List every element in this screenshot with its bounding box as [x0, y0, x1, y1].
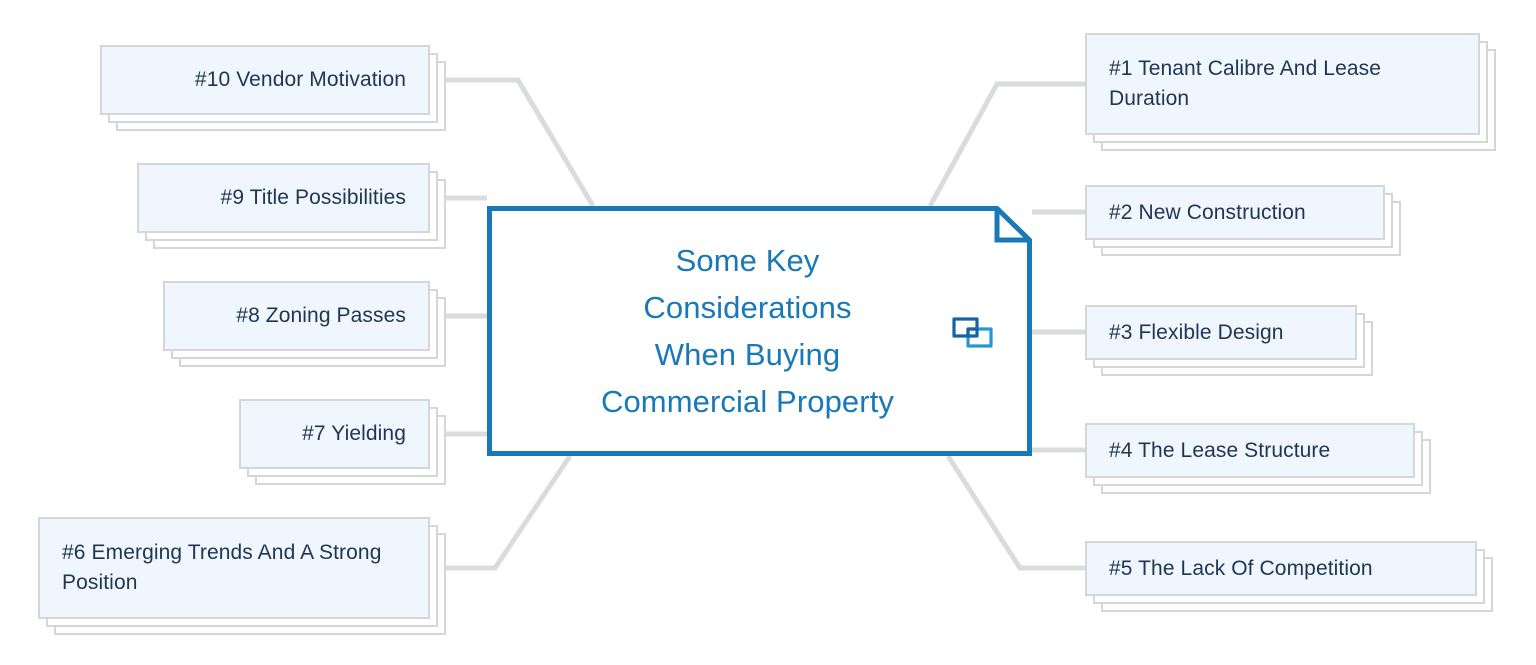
node-n3[interactable]: #3 Flexible Design: [1085, 305, 1373, 376]
central-node-frame: [487, 206, 1032, 456]
node-label: #4 The Lease Structure: [1085, 423, 1415, 478]
node-n7[interactable]: #7 Yielding: [239, 399, 446, 485]
connector-n1: [927, 81, 1085, 208]
node-label: #5 The Lack Of Competition: [1085, 541, 1477, 596]
node-n4[interactable]: #4 The Lease Structure: [1085, 423, 1431, 494]
node-label: #1 Tenant Calibre And Lease Duration: [1085, 33, 1480, 135]
node-n10[interactable]: #10 Vendor Motivation: [100, 45, 446, 131]
central-node-title: Some Key Considerations When Buying Comm…: [600, 242, 895, 420]
connector-n10: [430, 77, 596, 208]
central-node[interactable]: Some Key Considerations When Buying Comm…: [487, 206, 1032, 456]
node-label: #10 Vendor Motivation: [100, 45, 430, 115]
node-n9[interactable]: #9 Title Possibilities: [137, 163, 446, 249]
node-n6[interactable]: #6 Emerging Trends And A Strong Position: [38, 517, 446, 635]
node-n5[interactable]: #5 The Lack Of Competition: [1085, 541, 1493, 612]
node-label: #3 Flexible Design: [1085, 305, 1357, 360]
node-n8[interactable]: #8 Zoning Passes: [163, 281, 446, 367]
node-label: #2 New Construction: [1085, 185, 1385, 240]
node-label: #8 Zoning Passes: [163, 281, 430, 351]
duplicate-icon[interactable]: [951, 316, 995, 350]
node-label: #6 Emerging Trends And A Strong Position: [38, 517, 430, 619]
node-n2[interactable]: #2 New Construction: [1085, 185, 1401, 256]
node-n1[interactable]: #1 Tenant Calibre And Lease Duration: [1085, 33, 1496, 151]
node-label: #9 Title Possibilities: [137, 163, 430, 233]
node-label: #7 Yielding: [239, 399, 430, 469]
connector-n6: [430, 454, 573, 571]
connector-n5: [945, 454, 1085, 571]
